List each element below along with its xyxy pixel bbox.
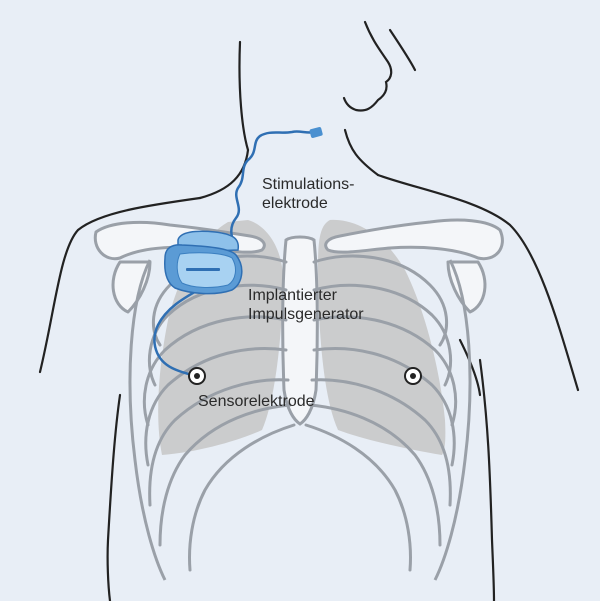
ribcage-outer	[128, 259, 472, 581]
right-arm-inner	[478, 358, 496, 601]
left-shoulder	[38, 196, 202, 374]
sensor-label-text: Sensorelektrode	[198, 393, 315, 410]
neck-right	[343, 128, 380, 177]
sternum	[281, 235, 319, 426]
face-profile	[342, 20, 393, 112]
stimulation-label-line2: elektrode	[262, 195, 328, 212]
pulse-generator-label: Implantierter Impulsgenerator	[248, 286, 364, 324]
generator-slot	[186, 268, 220, 271]
neck-left	[198, 40, 250, 200]
ear-line	[388, 28, 417, 72]
right-shoulder	[376, 173, 580, 392]
sensor-electrode-left	[404, 367, 422, 385]
sensor-electrode-label: Sensorelektrode	[198, 392, 315, 411]
body-outline	[38, 20, 580, 601]
sensor-lead	[153, 284, 206, 378]
right-scapula	[111, 260, 152, 314]
stimulation-electrode-label: Stimulations- elektrode	[262, 175, 354, 213]
stimulation-electrode-tip	[309, 127, 323, 138]
generator-label-line2: Impulsgenerator	[248, 306, 364, 323]
stimulation-label-line1: Stimulations-	[262, 176, 355, 193]
pulse-generator	[164, 230, 243, 295]
stimulation-lead	[230, 130, 317, 251]
sensor-electrode-right	[188, 367, 206, 385]
left-clavicle	[324, 218, 504, 261]
generator-label-line1: Implantierter	[248, 287, 337, 304]
left-lung	[318, 219, 446, 455]
left-arm-inner	[106, 393, 122, 601]
chest-lower-right	[458, 338, 482, 397]
